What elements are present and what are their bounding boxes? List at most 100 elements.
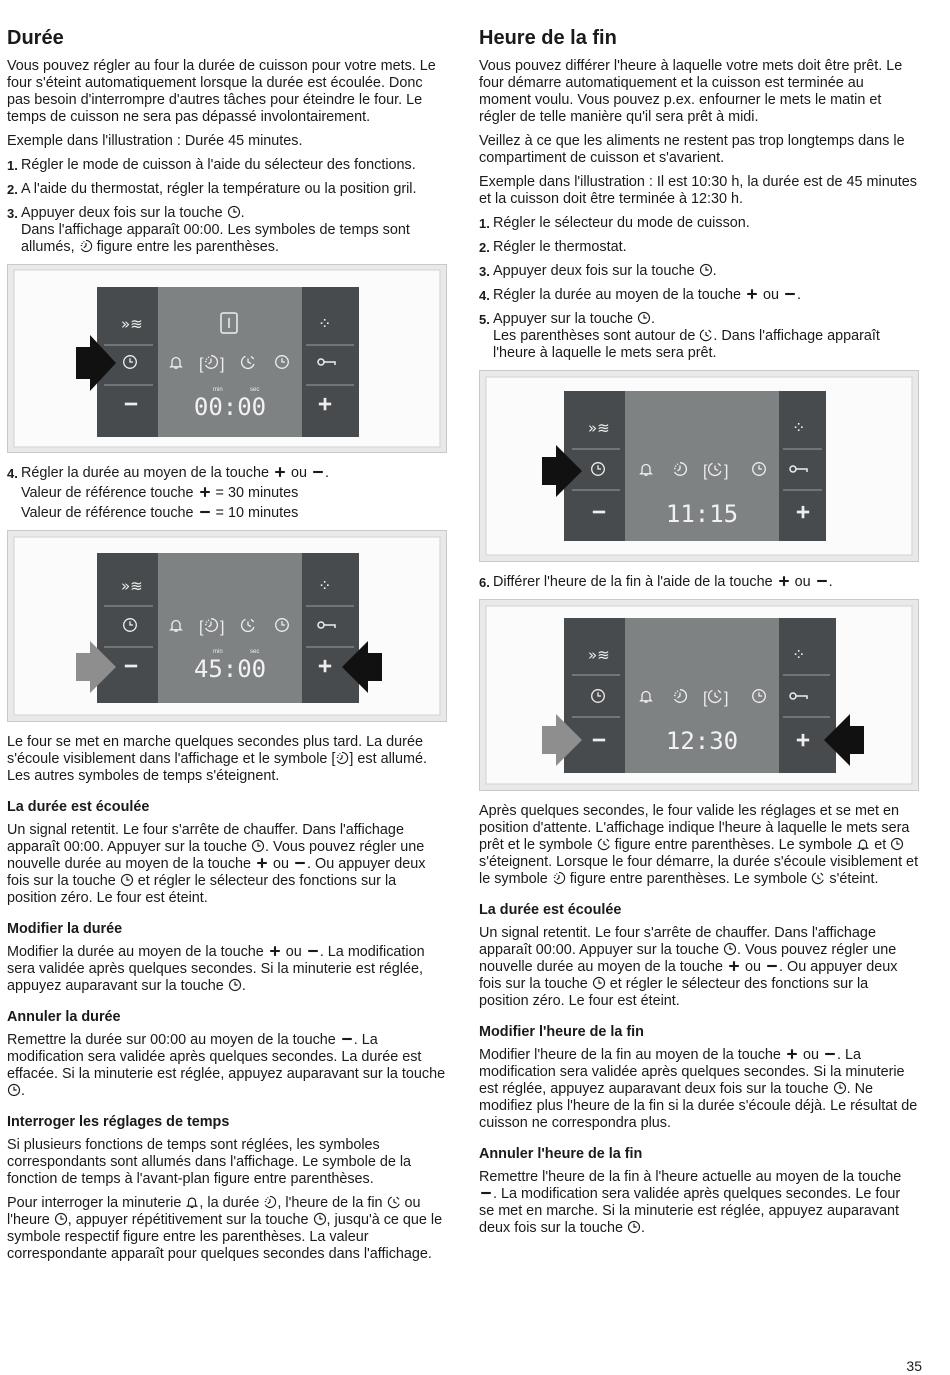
page-number: 35 xyxy=(906,1358,922,1374)
heat-icon: »≋ xyxy=(121,315,143,333)
svg-text:[: [ xyxy=(199,356,204,373)
clock-icon xyxy=(833,1081,847,1095)
end-time-icon xyxy=(387,1195,401,1209)
clock-icon xyxy=(699,263,713,277)
duree-ecoulee-text-2: Un signal retentit. Le four s'arrête de … xyxy=(479,925,898,1009)
oven-panel-duree-1: »≋ ⁘ [ ] min sec 00:00 xyxy=(7,264,447,453)
svg-text:sec: sec xyxy=(250,649,259,655)
clock-icon xyxy=(251,839,265,853)
duree-step-4: 4. Régler la durée au moyen de la touche… xyxy=(7,465,330,521)
duration-icon xyxy=(552,871,566,885)
arrow-pointer-right xyxy=(824,714,864,766)
svg-text:⁘: ⁘ xyxy=(792,418,805,437)
annuler-duree-text: Remettre la durée sur 00:00 au moyen de … xyxy=(7,1032,446,1099)
svg-text:]: ] xyxy=(220,356,224,373)
plus-icon xyxy=(727,959,741,973)
display-readout: 45:00 xyxy=(194,655,266,683)
svg-text:⁘: ⁘ xyxy=(792,645,805,664)
minus-icon xyxy=(823,1047,837,1061)
clock-icon xyxy=(890,837,904,851)
arrow-pointer xyxy=(76,335,116,391)
clock-icon xyxy=(120,873,134,887)
svg-text:[: [ xyxy=(703,463,708,480)
clock-icon xyxy=(54,1212,68,1226)
heading-modifier-heure-fin: Modifier l'heure de la fin xyxy=(479,1024,644,1040)
plus-icon xyxy=(777,574,791,588)
minus-icon xyxy=(815,574,829,588)
interroger-text-2: Pour interroger la minuterie , la durée … xyxy=(7,1195,443,1262)
duree-after: Le four se met en marche quelques second… xyxy=(7,734,427,784)
oven-panel-duree-2: »≋ ⁘ [ ] min sec 45:00 xyxy=(7,530,447,722)
svg-text:]: ] xyxy=(724,690,728,707)
heure-fin-after: Après quelques secondes, le four valide … xyxy=(479,803,919,887)
interroger-text-1: Si plusieurs fonctions de temps sont rég… xyxy=(7,1137,412,1187)
heading-modifier-duree: Modifier la durée xyxy=(7,921,123,937)
display-readout: 12:30 xyxy=(666,727,738,755)
heure-fin-example: Exemple dans l'illustration : Il est 10:… xyxy=(479,174,917,207)
right-column: Heure de la fin Vous pouvez différer l'h… xyxy=(479,26,919,1244)
plus-icon xyxy=(273,465,287,479)
duration-icon xyxy=(335,751,349,765)
duree-step-3: 3. Appuyer deux fois sur la touche . Dan… xyxy=(7,205,410,255)
minus-icon xyxy=(306,944,320,958)
end-time-icon xyxy=(699,328,713,342)
svg-text:]: ] xyxy=(724,463,728,480)
modifier-duree-text: Modifier la durée au moyen de la touche … xyxy=(7,944,425,994)
plus-icon xyxy=(745,287,759,301)
duree-intro: Vous pouvez régler au four la durée de c… xyxy=(7,58,436,125)
clock-icon xyxy=(227,205,241,219)
arrow-pointer-left xyxy=(542,714,582,766)
heure-fin-step-3: 3.Appuyer deux fois sur la touche . xyxy=(479,263,717,279)
minus-icon xyxy=(198,505,212,519)
svg-text:sec: sec xyxy=(250,387,259,393)
svg-text:]: ] xyxy=(220,619,224,636)
svg-text:min: min xyxy=(213,649,223,655)
bell-icon xyxy=(185,1195,199,1209)
heure-fin-intro: Vous pouvez différer l'heure à laquelle … xyxy=(479,58,903,125)
dots-icon: ⁘ xyxy=(318,314,331,333)
minus-icon xyxy=(783,287,797,301)
section-title-duree: Durée xyxy=(7,27,64,49)
svg-text:min: min xyxy=(213,387,223,393)
heure-fin-step-2: 2.Régler le thermostat. xyxy=(479,239,627,255)
plus-icon xyxy=(255,856,269,870)
heure-fin-step-1: 1.Régler le sélecteur du mode de cuisson… xyxy=(479,215,750,231)
duration-icon xyxy=(263,1195,277,1209)
clock-icon xyxy=(637,311,651,325)
heure-fin-step-4: 4.Régler la durée au moyen de la touche … xyxy=(479,287,802,303)
plus-icon xyxy=(785,1047,799,1061)
clock-icon xyxy=(592,976,606,990)
clock-icon xyxy=(313,1212,327,1226)
svg-text:[: [ xyxy=(199,619,204,636)
arrow-pointer-right xyxy=(342,641,382,693)
heure-fin-step-6: 6.Différer l'heure de la fin à l'aide de… xyxy=(479,574,833,590)
minus-icon xyxy=(765,959,779,973)
arrow-pointer-left xyxy=(76,641,116,693)
display-readout: 11:15 xyxy=(666,500,738,528)
heading-annuler-duree: Annuler la durée xyxy=(7,1009,121,1025)
section-title-heure-fin: Heure de la fin xyxy=(479,27,617,49)
clock-icon xyxy=(723,942,737,956)
heure-fin-note: Veillez à ce que les aliments ne restent… xyxy=(479,133,905,166)
duree-step-2: 2.A l'aide du thermostat, régler la temp… xyxy=(7,181,417,197)
clock-icon xyxy=(7,1083,21,1097)
annuler-heure-fin-text: Remettre l'heure de la fin à l'heure act… xyxy=(479,1169,902,1236)
svg-text:»≋: »≋ xyxy=(121,577,143,595)
thermometer-icon xyxy=(220,312,238,334)
duree-example: Exemple dans l'illustration : Durée 45 m… xyxy=(7,133,303,149)
duree-ecoulee-text: Un signal retentit. Le four s'arrête de … xyxy=(7,822,426,906)
svg-text:[: [ xyxy=(703,690,708,707)
arrow-pointer xyxy=(542,445,582,497)
display-readout: 00:00 xyxy=(194,393,266,421)
minus-icon xyxy=(340,1032,354,1046)
clock-icon xyxy=(627,1220,641,1234)
minus-icon xyxy=(311,465,325,479)
heading-annuler-heure-fin: Annuler l'heure de la fin xyxy=(479,1146,643,1162)
heading-duree-ecoulee-2: La durée est écoulée xyxy=(479,902,622,918)
modifier-heure-fin-text: Modifier l'heure de la fin au moyen de l… xyxy=(479,1047,918,1131)
clock-icon xyxy=(228,978,242,992)
oven-panel-heure-fin-1: »≋ ⁘ [ ] 11:15 xyxy=(479,370,919,562)
svg-text:»≋: »≋ xyxy=(588,419,610,437)
heading-interroger: Interroger les réglages de temps xyxy=(7,1114,230,1130)
end-time-icon xyxy=(597,837,611,851)
